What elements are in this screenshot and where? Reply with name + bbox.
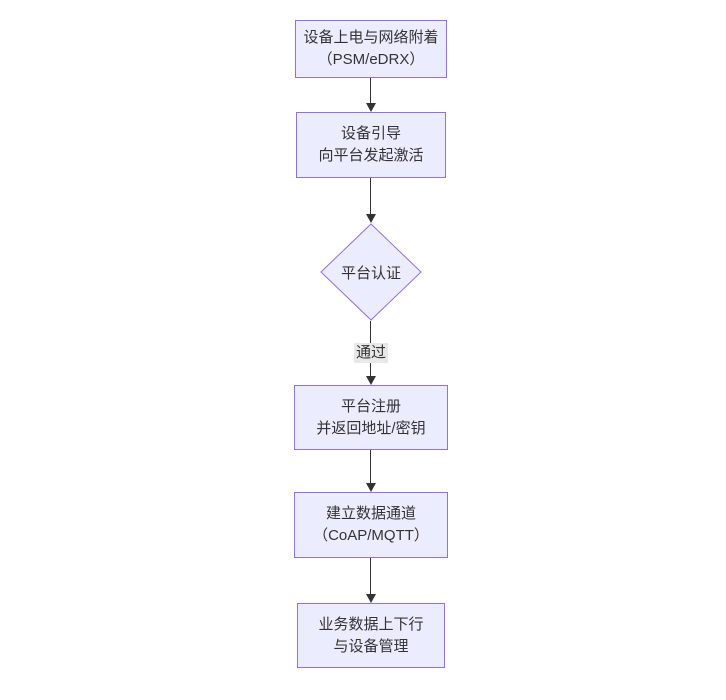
arrow-down-icon [366, 376, 376, 385]
decision-platform-auth: 平台认证 [320, 223, 422, 321]
edge-connector [370, 450, 371, 484]
node-power-network-attach: 设备上电与网络附着 （PSM/eDRX） [295, 20, 447, 78]
node-text-line: 平台注册 [340, 397, 401, 415]
node-business-data-mgmt: 业务数据上下行 与设备管理 [297, 603, 445, 668]
edge-connector [370, 178, 371, 215]
node-text-line: （PSM/eDRX） [317, 51, 425, 68]
node-text-line: 业务数据上下行 [318, 615, 424, 633]
node-text-line: 建立数据通道 [325, 505, 416, 522]
arrow-down-icon [366, 594, 376, 603]
node-text-line: 与设备管理 [333, 637, 409, 655]
node-text-line: 平台认证 [340, 264, 401, 282]
arrow-down-icon [366, 214, 376, 223]
node-text-line: 向平台发起激活 [318, 147, 424, 164]
node-device-bootstrap: 设备引导 向平台发起激活 [296, 112, 446, 178]
arrow-down-icon [366, 483, 376, 492]
node-text-line: 并返回地址/密钥 [316, 419, 426, 437]
node-text-line: 设备上电与网络附着 [303, 29, 439, 46]
edge-connector [370, 78, 371, 104]
edge-connector [370, 558, 371, 595]
node-text-line: 设备引导 [340, 125, 401, 142]
diamond-shape [320, 223, 422, 321]
node-data-channel: 建立数据通道 （CoAP/MQTT） [294, 492, 448, 558]
node-text-line: （CoAP/MQTT） [313, 527, 429, 544]
arrow-down-icon [366, 103, 376, 112]
node-platform-register: 平台注册 并返回地址/密钥 [294, 385, 448, 450]
edge-label-pass: 通过 [353, 343, 389, 363]
